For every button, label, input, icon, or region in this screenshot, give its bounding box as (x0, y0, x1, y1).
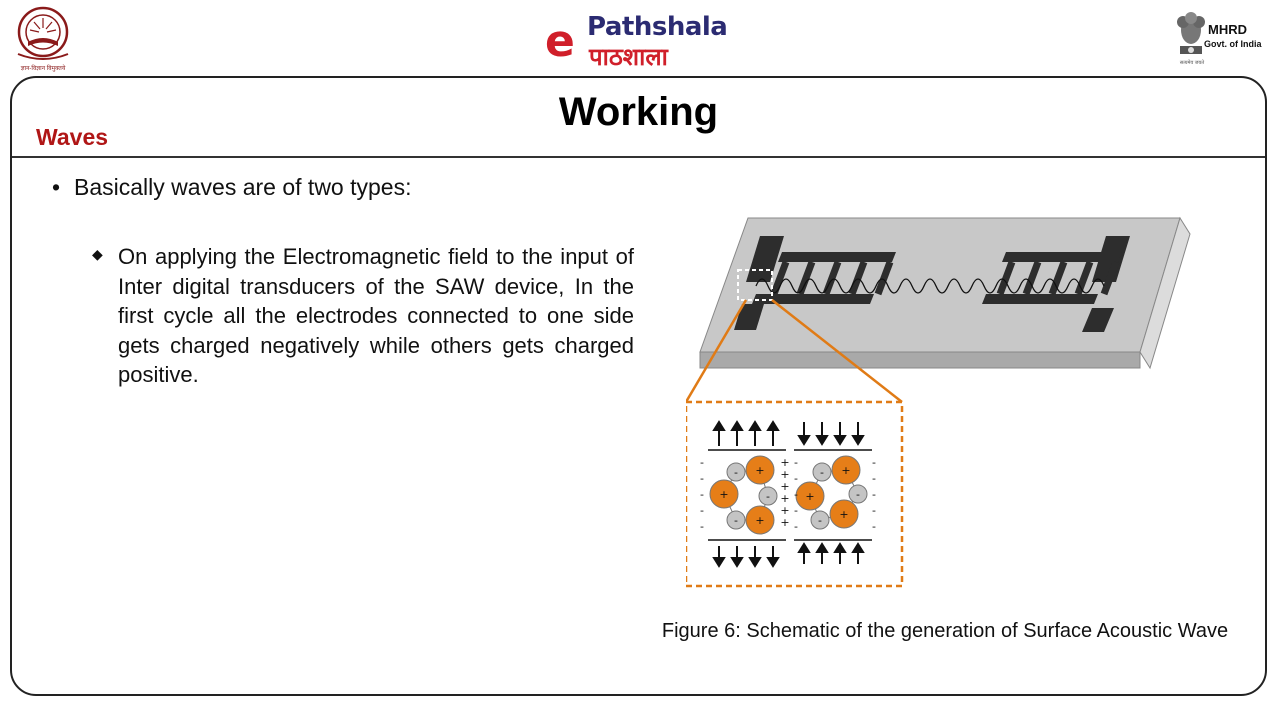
charge-signs: +++ +++ --- --- ----- ++++++ ----- ----- (700, 456, 876, 533)
slide-title: Working (558, 90, 719, 134)
university-logo: ज्ञान-विज्ञान विमुक्तये (10, 6, 76, 74)
svg-text:-: - (734, 514, 738, 527)
zoom-highlight (737, 269, 773, 301)
svg-text:-: - (700, 472, 704, 485)
mhrd-logo: MHRD Govt. of India सत्यमेव जयते (1174, 8, 1274, 70)
arrows-up-bottom (797, 542, 865, 564)
mhrd-logo-motto: सत्यमेव जयते (1179, 60, 1205, 66)
substrate-side (1139, 216, 1191, 370)
svg-text:+: + (780, 516, 789, 529)
svg-text:-: - (734, 466, 738, 479)
svg-text:-: - (820, 466, 824, 479)
svg-text:+: + (841, 464, 850, 477)
seal-icon (17, 6, 69, 60)
molecule-right (795, 455, 868, 530)
slide-frame: Working (10, 76, 1267, 696)
svg-text:-: - (766, 490, 770, 503)
svg-text:+: + (719, 488, 728, 501)
emblem-icon (1177, 12, 1205, 54)
mhrd-logo-subtitle: Govt. of India (1204, 39, 1262, 49)
svg-text:+: + (780, 504, 789, 517)
svg-text:+: + (780, 492, 789, 505)
svg-text:-: - (872, 488, 876, 501)
header: ज्ञान-विज्ञान विमुक्तये e Pathshala पाठश… (0, 0, 1280, 76)
svg-text:-: - (794, 504, 798, 517)
bullet-level2-text: On applying the Electromagnetic field to… (118, 244, 634, 387)
epathshala-logo: e Pathshala पाठशाला (545, 4, 735, 71)
mhrd-logo-title: MHRD (1208, 22, 1247, 37)
figure-caption: Figure 6: Schematic of the generation of… (661, 620, 1229, 642)
svg-text:-: - (700, 488, 704, 501)
svg-text:-: - (700, 504, 704, 517)
arrows-down-bottom (712, 546, 780, 568)
zoom-line-right (771, 299, 903, 403)
svg-text:-: - (872, 504, 876, 517)
svg-text:-: - (700, 520, 704, 533)
svg-text:-: - (872, 472, 876, 485)
section-heading: Waves (36, 124, 109, 150)
svg-text:-: - (872, 520, 876, 533)
saw-schematic-figure: +++ +++ --- --- ----- ++++++ ----- ----- (686, 216, 1191, 588)
bullet-dot-icon: • (52, 174, 61, 200)
svg-text:+: + (755, 464, 764, 477)
svg-text:-: - (794, 488, 798, 501)
svg-text:-: - (818, 514, 822, 527)
svg-text:+: + (805, 490, 814, 503)
svg-text:+: + (780, 456, 789, 469)
title-bar: Working (12, 78, 1265, 158)
diamond-bullet-icon: ◆ (92, 246, 103, 262)
svg-text:-: - (794, 520, 798, 533)
svg-text:+: + (839, 508, 848, 521)
svg-text:+: + (780, 480, 789, 493)
bullet-level1-text: Basically waves are of two types: (74, 174, 412, 200)
substrate-front (699, 351, 1141, 369)
arrows-down-top (797, 422, 865, 446)
university-logo-caption: ज्ञान-विज्ञान विमुक्तये (20, 66, 66, 72)
epathshala-logo-letter: e (545, 16, 575, 67)
epathshala-logo-hindi: पाठशाला (589, 43, 668, 71)
epathshala-logo-text: Pathshala (587, 12, 728, 42)
svg-text:-: - (856, 488, 860, 501)
svg-text:-: - (700, 456, 704, 469)
svg-text:-: - (794, 456, 798, 469)
svg-text:-: - (794, 472, 798, 485)
molecule-left (709, 455, 778, 535)
right-idt (982, 236, 1130, 332)
surface-wave (755, 278, 1105, 294)
zoom-line-left (686, 299, 748, 403)
bullet-level1: • Basically waves are of two types: (52, 174, 411, 201)
svg-text:+: + (780, 468, 789, 481)
arrows-up-top (712, 420, 780, 446)
svg-text:-: - (872, 456, 876, 469)
svg-text:+: + (755, 514, 764, 527)
